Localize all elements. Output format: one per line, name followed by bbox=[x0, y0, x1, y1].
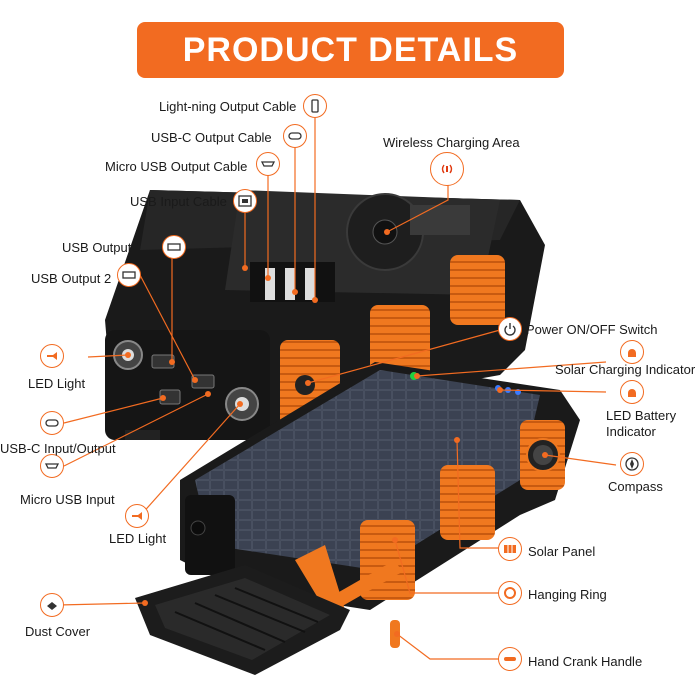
label-led-light: LED Light bbox=[28, 376, 86, 391]
battery-indicator-icon bbox=[620, 380, 644, 404]
usbc-io-icon bbox=[40, 411, 64, 435]
label-crank-handle: Hand Crank Handle bbox=[528, 654, 643, 669]
label-micro-cable: Micro USB Output Cable bbox=[105, 159, 248, 174]
label-wireless-area: Wireless Charging Area bbox=[383, 135, 520, 150]
usbc-icon bbox=[283, 124, 307, 148]
crank-icon bbox=[498, 647, 522, 671]
label-micro-input: Micro USB Input bbox=[20, 492, 115, 507]
micro-usb-input-icon bbox=[40, 454, 64, 478]
ring-icon bbox=[498, 581, 522, 605]
usb-output-1-icon bbox=[162, 235, 186, 259]
page-title: PRODUCT DETAILS bbox=[137, 22, 564, 78]
label-usbc-cable: USB-C Output Cable bbox=[151, 130, 272, 145]
label-hanging-ring: Hanging Ring bbox=[528, 587, 607, 602]
micro-usb-icon bbox=[256, 152, 280, 176]
lightning-icon bbox=[303, 94, 327, 118]
label-usbc-io: USB-C Input/Output bbox=[0, 441, 116, 456]
dust-cover bbox=[135, 565, 350, 675]
label-led-light-2: LED Light bbox=[109, 531, 167, 546]
label-led-battery-2: Indicator bbox=[606, 424, 656, 439]
power-icon bbox=[498, 317, 522, 341]
solar-indicator-icon bbox=[620, 340, 644, 364]
label-led-battery-1: LED Battery bbox=[606, 408, 677, 423]
usb-input-icon bbox=[233, 189, 257, 213]
power-bank-solar-view bbox=[180, 362, 580, 648]
label-usb-input-cable: USB Input Cable bbox=[130, 194, 227, 209]
label-power-switch: Power ON/OFF Switch bbox=[526, 322, 658, 337]
label-solar-indicator: Solar Charging Indicator bbox=[555, 362, 696, 377]
compass-icon bbox=[620, 452, 644, 476]
callout-dots bbox=[125, 229, 548, 637]
label-solar-panel: Solar Panel bbox=[528, 544, 596, 559]
label-compass: Compass bbox=[608, 479, 663, 494]
solar-panel-icon bbox=[498, 537, 522, 561]
callout-lines bbox=[57, 118, 617, 660]
label-lightning-cable: Light-ning Output Cable bbox=[159, 99, 297, 114]
wireless-icon bbox=[430, 152, 464, 186]
flashlight-2-icon bbox=[125, 504, 149, 528]
label-dust-cover: Dust Cover bbox=[25, 624, 91, 639]
label-usb-output-2: USB Output 2 bbox=[31, 271, 112, 286]
dust-cover-icon bbox=[40, 593, 64, 617]
flashlight-icon bbox=[40, 344, 64, 368]
usb-output-2-icon bbox=[117, 263, 141, 287]
label-usb-output-1: USB Output 1 bbox=[62, 240, 143, 255]
